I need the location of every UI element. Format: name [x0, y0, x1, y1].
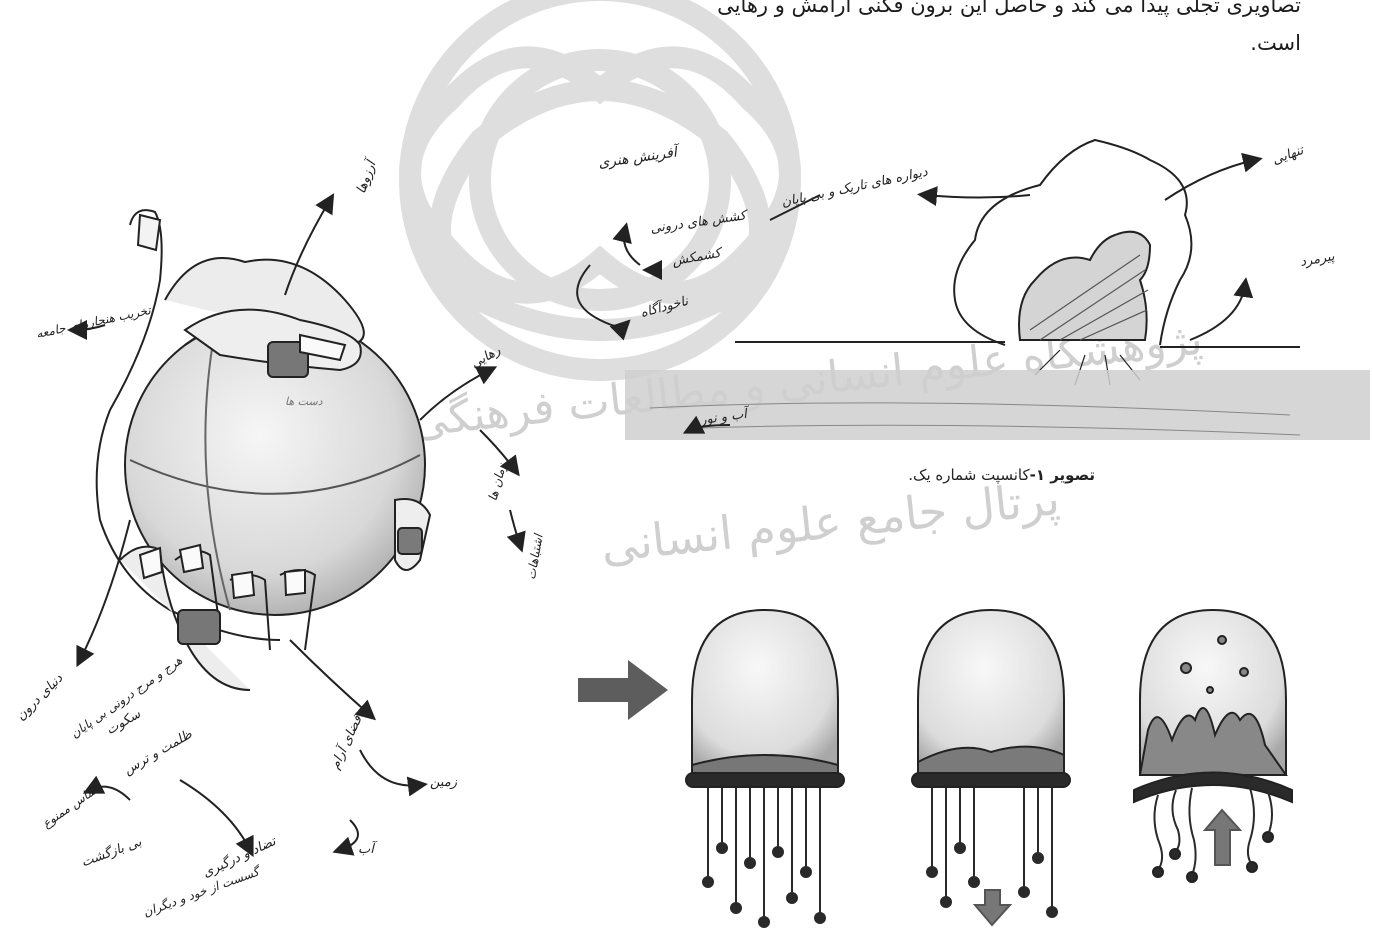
- process-arrow: [578, 660, 668, 720]
- note-hands: دست ها: [285, 395, 323, 408]
- dome-3: [1134, 610, 1292, 882]
- concept-sketch: [577, 140, 1370, 440]
- dome-1: [686, 610, 844, 927]
- dome-2: [912, 610, 1070, 925]
- caption-label: تصویر ۱-: [1030, 466, 1095, 484]
- note-water: آب: [358, 842, 374, 857]
- caption-title: کانسپت شماره یک.: [908, 466, 1029, 484]
- note-earth: زمین: [430, 775, 457, 790]
- figure-caption: تصویر ۱-کانسپت شماره یک.: [835, 466, 1095, 484]
